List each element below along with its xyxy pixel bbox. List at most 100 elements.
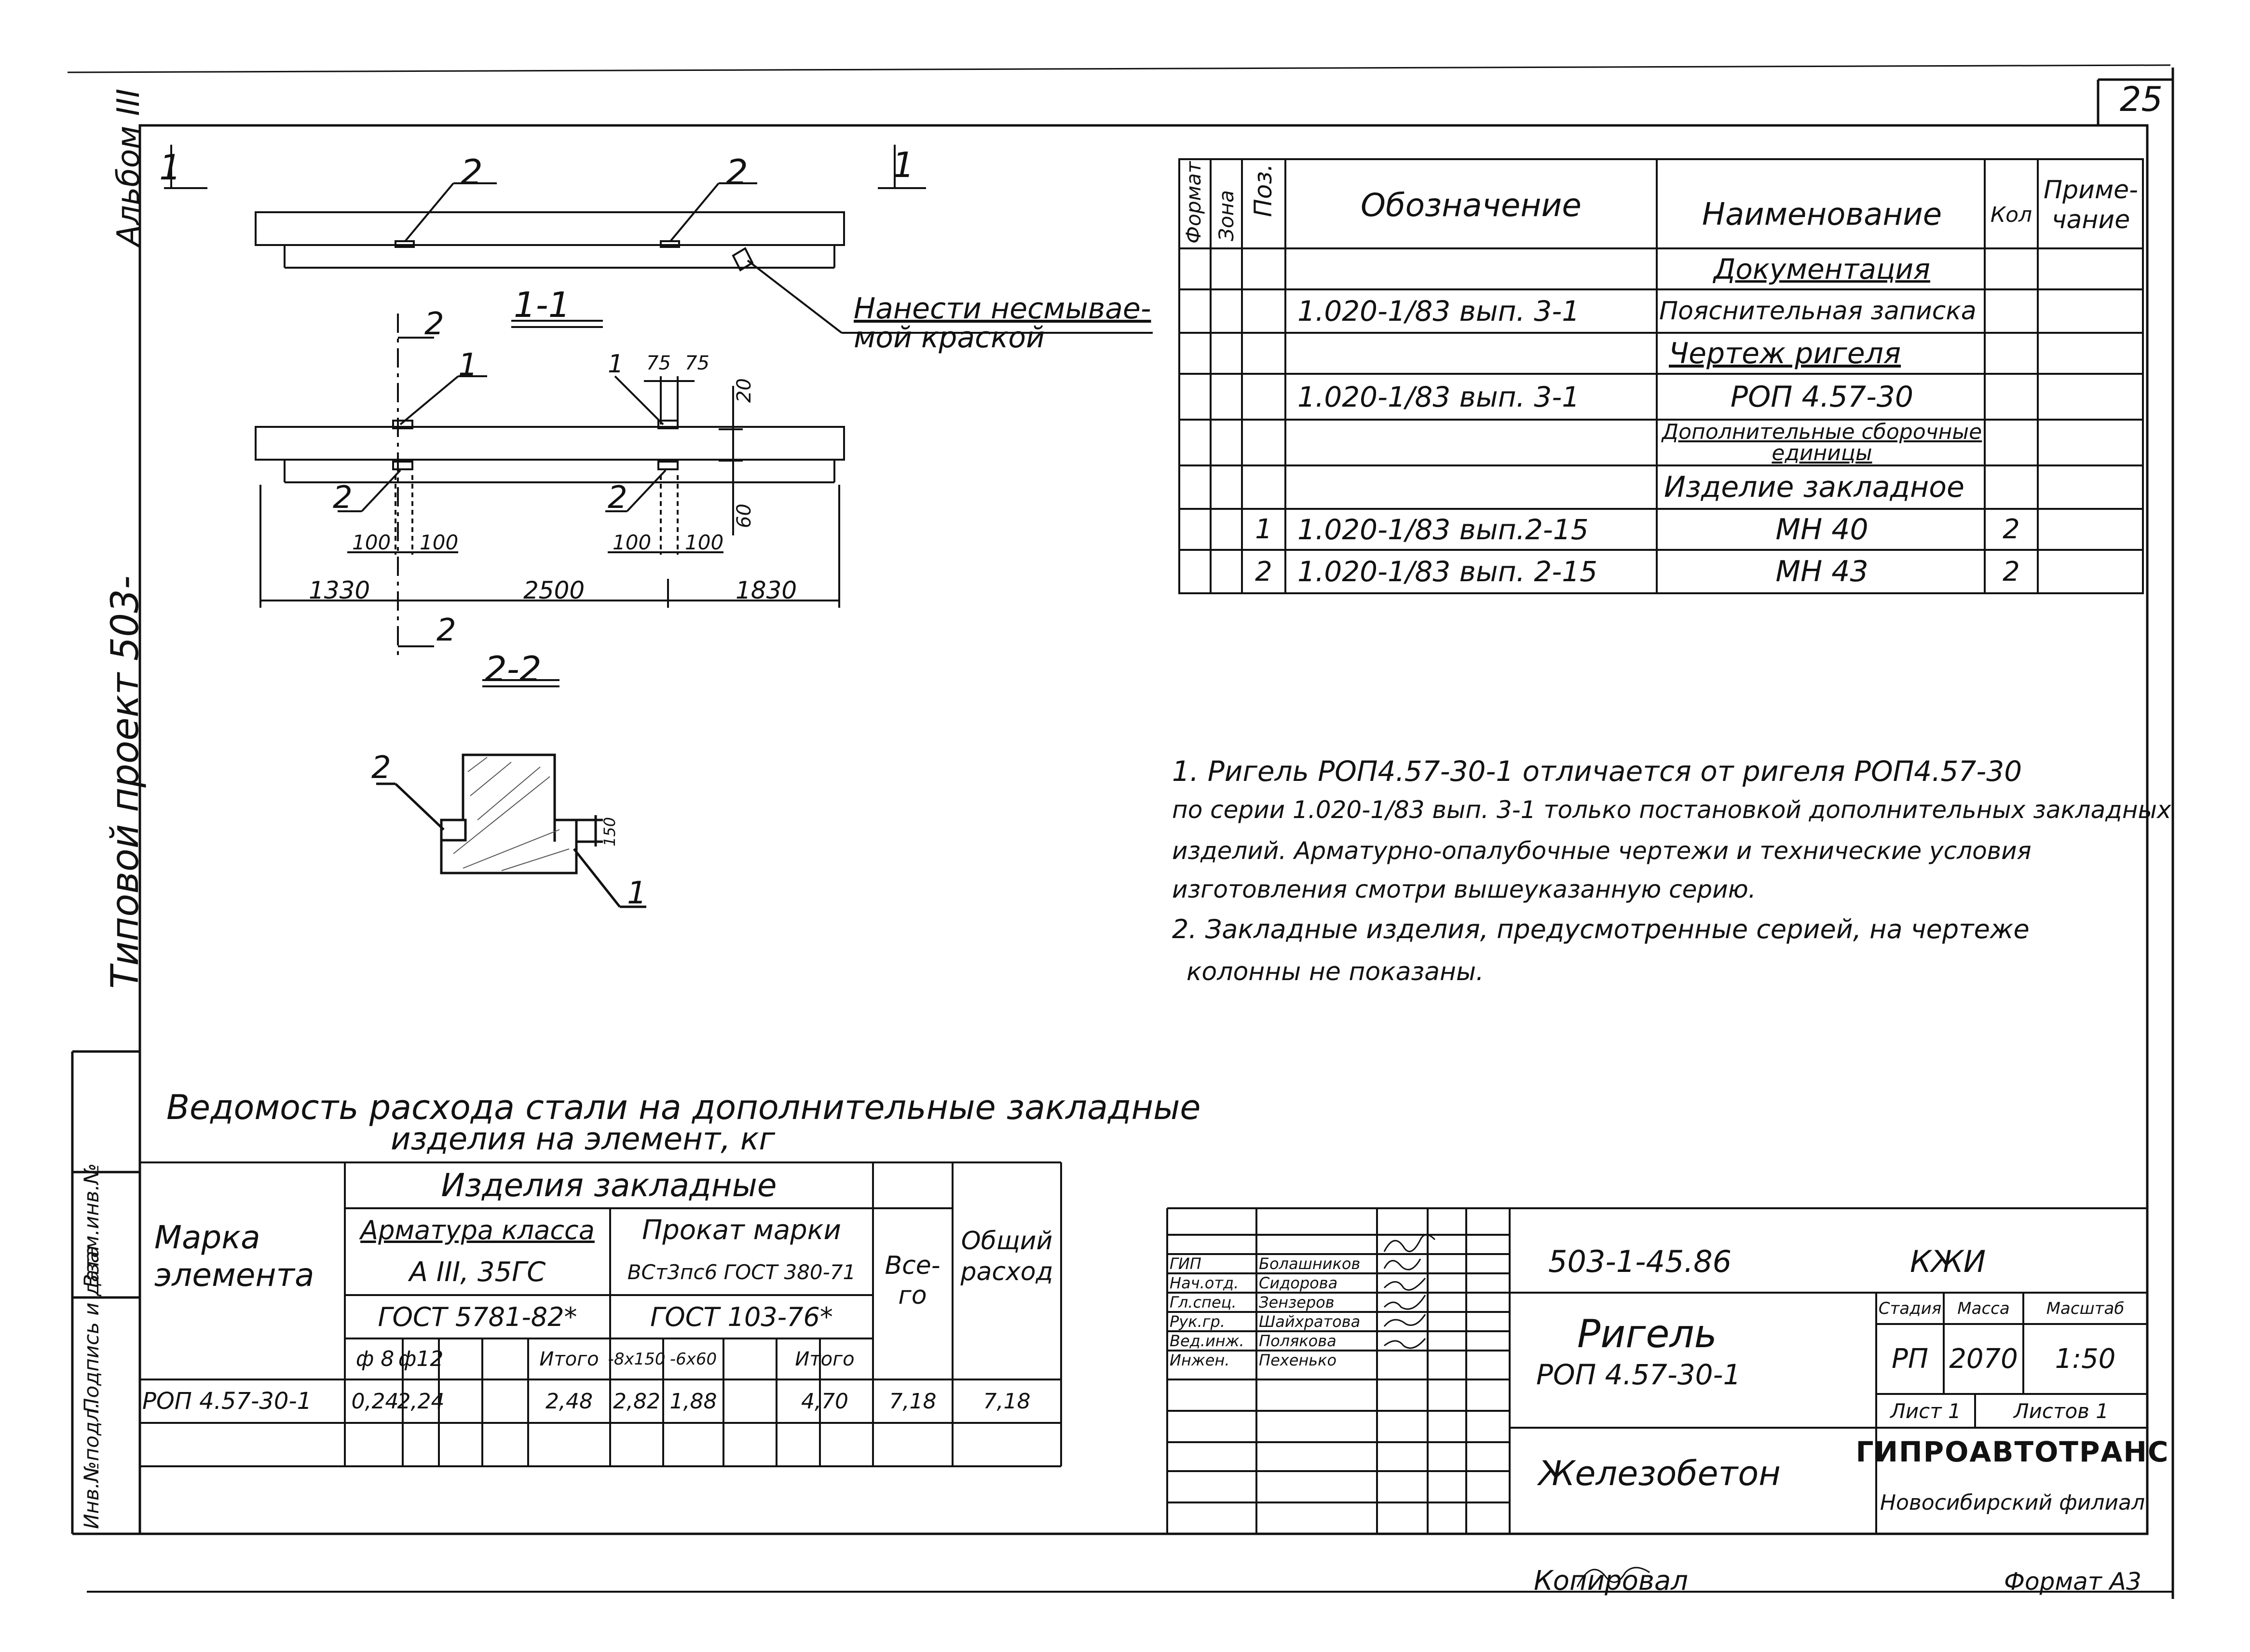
- tb-name: Болашников: [1259, 1255, 1361, 1273]
- tb-org-branch: Новосибирский филиал: [1880, 1490, 2145, 1515]
- signatures: [1383, 1234, 1650, 1587]
- steel-header-rolled-gost: ГОСТ 103-76*: [650, 1301, 833, 1332]
- spec-header-pos: Поз.: [1249, 164, 1277, 217]
- note-line: 1. Ригель РОП4.57-30-1 отличается от риг…: [1172, 755, 2022, 788]
- dim-100: 100: [352, 531, 391, 554]
- spec-row-pos: 2: [1255, 556, 1272, 587]
- format-label: Формат А3: [2004, 1568, 2141, 1596]
- tb-h-stage: Стадия: [1878, 1298, 1942, 1318]
- steel-header-overall: Общий расход: [960, 1227, 1053, 1286]
- spec-row-qty: 2: [2003, 514, 2020, 545]
- spec-row-name: Изделие закладное: [1664, 470, 1964, 504]
- spec-row-name: Пояснительная записка: [1659, 297, 1977, 326]
- spec-row-qty: 2: [2003, 556, 2020, 587]
- steel-header-rolled: Прокат марки: [642, 1214, 841, 1246]
- dim-75: 75: [685, 352, 709, 374]
- paint-note-line2: мой краской: [854, 321, 1045, 355]
- dim-2500: 2500: [523, 576, 585, 604]
- dim-60: 60: [733, 504, 755, 528]
- tb-title-code: РОП 4.57-30-1: [1536, 1358, 1741, 1391]
- callout-1: 1: [627, 875, 647, 911]
- stamp-replaced-inv: Взам.инв.№: [80, 1163, 103, 1288]
- steel-row-d8: 0,24: [351, 1389, 399, 1414]
- note-line: по серии 1.020-1/83 вып. 3-1 только пост…: [1172, 796, 2171, 824]
- spec-header-name: Наименование: [1702, 197, 1942, 232]
- steel-header-rebar-class: А III, 35ГС: [409, 1256, 546, 1288]
- section-1-1-label: 1-1: [514, 285, 571, 325]
- tb-role: Рук.гр.: [1170, 1312, 1226, 1331]
- tb-name: Шайхратова: [1259, 1312, 1361, 1331]
- steel-header-items: Изделия закладные: [441, 1167, 777, 1204]
- steel-header-rebar: Арматура класса: [360, 1215, 595, 1245]
- steel-row-8x150: 2,82: [613, 1389, 660, 1414]
- callout-2: 2: [608, 480, 627, 516]
- dim-100: 100: [420, 531, 459, 554]
- steel-row-overall: 7,18: [983, 1389, 1031, 1414]
- steel-row-itogo2: 4,70: [801, 1389, 848, 1414]
- steel-header-total: Все- го: [885, 1251, 941, 1310]
- spec-row-name: МН 43: [1775, 555, 1868, 588]
- tb-role: Вед.инж.: [1170, 1332, 1244, 1350]
- steel-sub-d8: ф 8: [355, 1347, 395, 1371]
- spec-header-zone: Зона: [1214, 190, 1238, 241]
- tb-sheet: Лист 1: [1890, 1399, 1961, 1423]
- tb-h-mass: Масса: [1957, 1298, 2010, 1318]
- spec-row-name: Дополнительные сборочные единицы: [1662, 419, 1982, 465]
- spec-header-qty: Кол: [1990, 202, 2032, 227]
- sheet-number: 25: [2120, 80, 2163, 119]
- steel-header-rolled-grade: ВСт3пс6 ГОСТ 380-71: [627, 1260, 856, 1284]
- callout-1: 1: [458, 347, 478, 383]
- section-marker-1-right: 1: [892, 145, 914, 185]
- steel-row-d12: 2,24: [397, 1389, 445, 1414]
- dim-150: 150: [600, 817, 619, 846]
- note-line: 2. Закладные изделия, предусмотренные се…: [1172, 914, 2030, 944]
- section-2-2-label: 2-2: [485, 649, 542, 689]
- steel-row-itogo1: 2,48: [545, 1389, 593, 1414]
- project-label: Типовой проект 503-: [104, 575, 147, 989]
- spec-row-name: МН 40: [1775, 512, 1868, 546]
- tb-role: Инжен.: [1170, 1351, 1230, 1369]
- section-marker-2-bottom: 2: [436, 613, 456, 648]
- tb-role: Гл.спец.: [1170, 1293, 1237, 1311]
- spec-row-designation: 1.020-1/83 вып.2-15: [1297, 513, 1589, 546]
- dim-20: 20: [733, 378, 755, 403]
- spec-header-designation: Обозначение: [1361, 186, 1582, 224]
- tb-doc-suffix: КЖИ: [1910, 1243, 1986, 1279]
- callout-2: 2: [371, 750, 391, 786]
- copied-label: Копировал: [1534, 1565, 1688, 1597]
- dim-100: 100: [685, 531, 724, 554]
- tb-material: Железобетон: [1539, 1454, 1781, 1493]
- tb-stage: РП: [1892, 1343, 1928, 1375]
- tb-h-scale: Масштаб: [2046, 1298, 2125, 1318]
- section-marker-1-left: 1: [159, 147, 181, 188]
- steel-row-total: 7,18: [889, 1389, 937, 1414]
- callout-2: 2: [333, 480, 353, 516]
- steel-table-title-line1: Ведомость расхода стали на дополнительны…: [166, 1088, 1201, 1127]
- tb-name: Сидорова: [1259, 1274, 1338, 1292]
- tb-name: Зензеров: [1259, 1293, 1335, 1311]
- tb-role: ГИП: [1170, 1255, 1201, 1273]
- tb-org: ГИПРОАВТОТРАНС: [1855, 1435, 2169, 1468]
- spec-row-designation: 1.020-1/83 вып. 2-15: [1297, 555, 1598, 588]
- tb-mass: 2070: [1949, 1343, 2018, 1375]
- tb-title: Ригель: [1577, 1311, 1717, 1356]
- steel-sub-8x150: -8х150: [608, 1349, 666, 1369]
- callout-2: 2: [726, 152, 748, 192]
- steel-sub-d12: ф12: [398, 1347, 444, 1371]
- paint-note-line1: Нанести несмывае-: [854, 292, 1151, 326]
- section-marker-2-top: 2: [424, 306, 444, 342]
- callout-1: 1: [608, 350, 624, 379]
- tb-scale: 1:50: [2055, 1343, 2116, 1375]
- tb-doc-code: 503-1-45.86: [1548, 1243, 1732, 1279]
- tb-sheets: Листов 1: [2014, 1399, 2109, 1423]
- steel-sub-6x60: -6х60: [669, 1349, 717, 1369]
- tb-name: Пехенько: [1259, 1351, 1337, 1369]
- steel-sub-itogo: Итого: [539, 1348, 599, 1370]
- dim-75: 75: [646, 352, 671, 374]
- tb-role: Нач.отд.: [1170, 1274, 1239, 1292]
- note-line: колонны не показаны.: [1186, 957, 1484, 986]
- stamp-inventory: Инв.№подл.: [80, 1402, 103, 1529]
- steel-row-6x60: 1,88: [669, 1389, 717, 1414]
- dim-1830: 1830: [736, 576, 797, 604]
